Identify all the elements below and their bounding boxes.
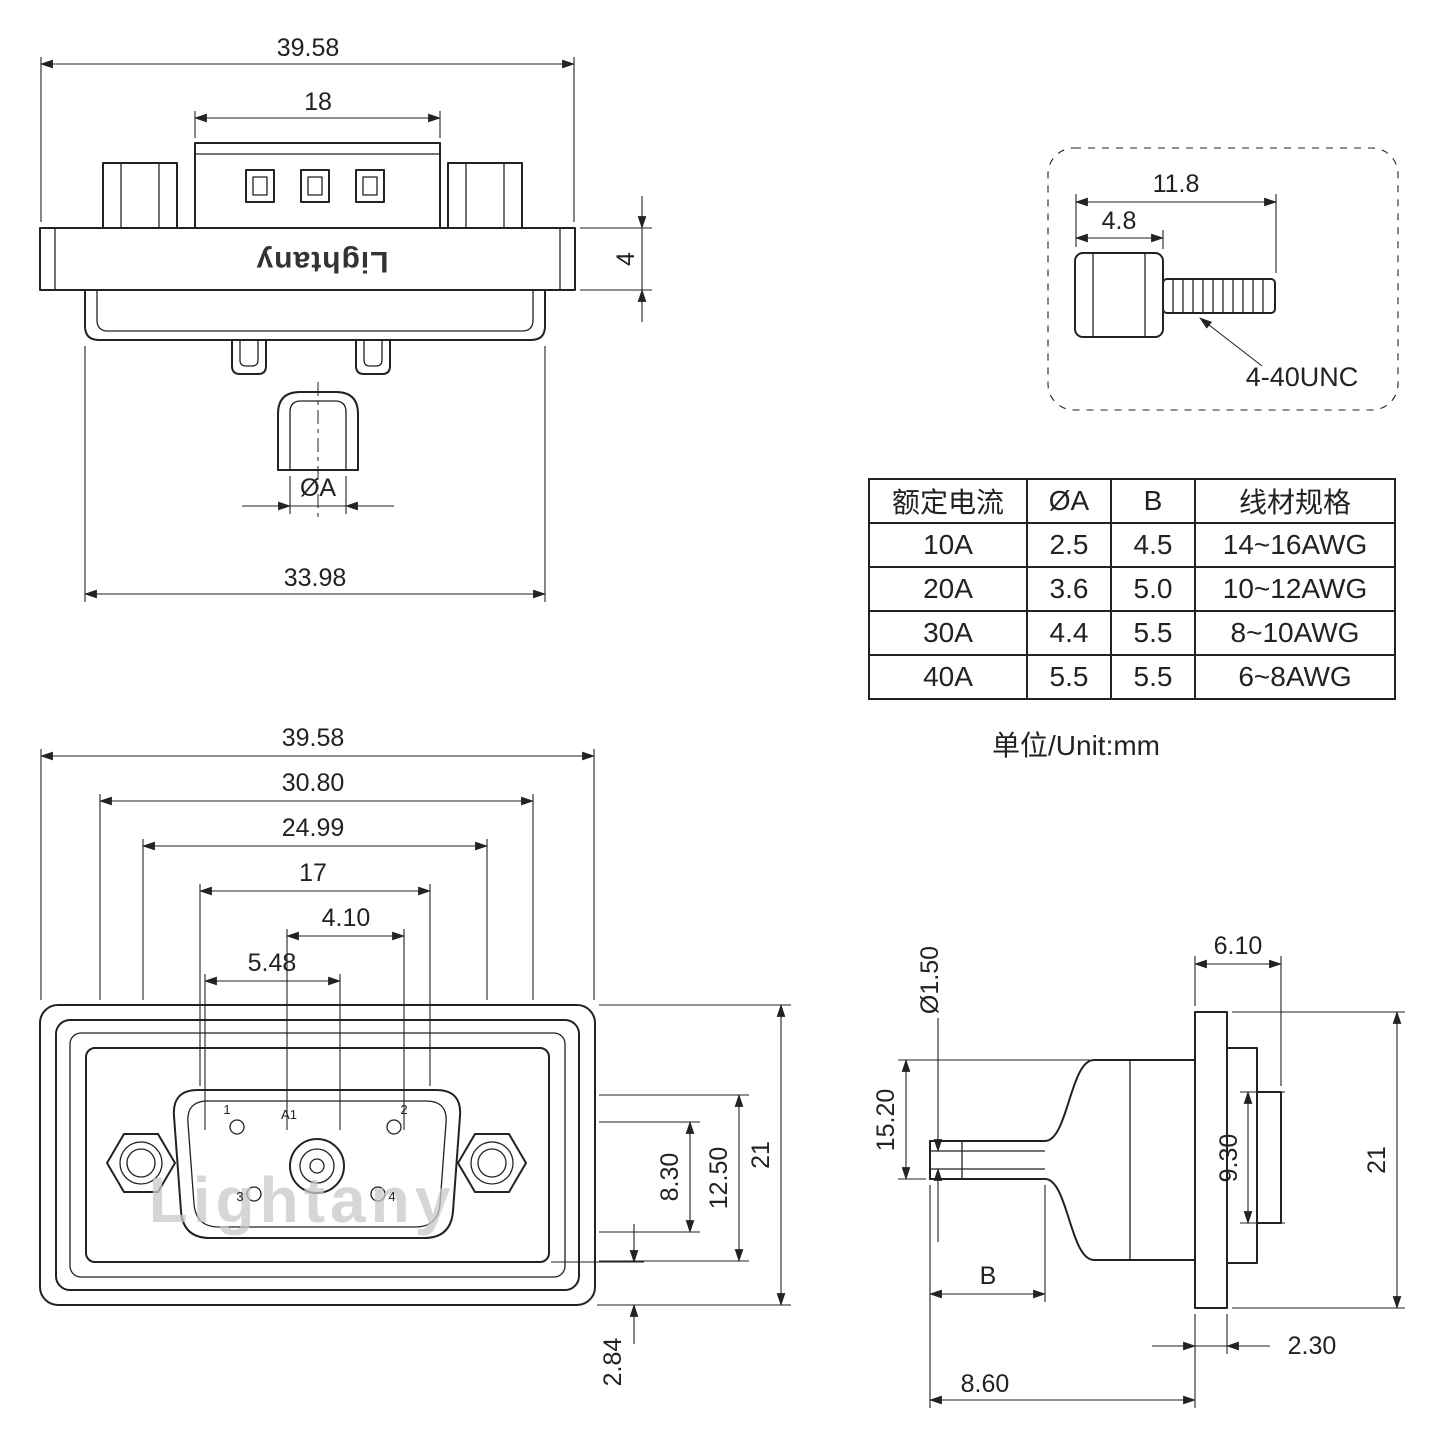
screw-outline	[1074, 252, 1276, 338]
col-header-phi-a: ØA	[1026, 478, 1112, 524]
front-view: Lightany	[39, 724, 791, 1387]
pin-label-2: 2	[400, 1102, 407, 1117]
table-cell: 3.6	[1026, 566, 1112, 612]
table-cell: 5.5	[1110, 654, 1196, 700]
dim-front-overall-width: 39.58	[282, 724, 345, 752]
table-row: 10A 2.5 4.5 14~16AWG	[868, 522, 1396, 568]
col-header-rated-current: 额定电流	[868, 478, 1028, 524]
side-view: 6.10 Ø1.50 15.20 9.30 21 B 2.30 8.60	[872, 932, 1405, 1408]
front-view-dimensions	[39, 749, 791, 1344]
col-header-wire-gauge: 线材规格	[1194, 478, 1396, 524]
dim-front-12-50: 12.50	[705, 1147, 733, 1210]
spec-table-header-row: 额定电流 ØA B 线材规格	[868, 478, 1396, 524]
table-cell: 8~10AWG	[1194, 610, 1396, 656]
pin-label-1: 1	[223, 1102, 230, 1117]
col-header-b: B	[1110, 478, 1196, 524]
dim-front-4-10: 4.10	[322, 904, 371, 932]
table-cell: 40A	[868, 654, 1028, 700]
dim-top-wire-hole: ØA	[300, 474, 336, 502]
table-cell: 10A	[868, 522, 1028, 568]
screw-detail: 11.8 4.8 4-40UNC	[1047, 147, 1399, 411]
table-cell: 20A	[868, 566, 1028, 612]
table-cell: 5.5	[1026, 654, 1112, 700]
table-cell: 5.5	[1110, 610, 1196, 656]
dim-front-8-30: 8.30	[656, 1153, 684, 1202]
dim-screw-head: 4.8	[1102, 207, 1137, 235]
brand-logo-text: Lightany	[256, 245, 389, 278]
table-cell: 10~12AWG	[1194, 566, 1396, 612]
dim-side-9-30: 9.30	[1215, 1134, 1243, 1183]
dim-front-17: 17	[299, 859, 327, 887]
table-cell: 6~8AWG	[1194, 654, 1396, 700]
table-cell: 2.5	[1026, 522, 1112, 568]
dim-side-hole: Ø1.50	[916, 946, 944, 1014]
dim-screw-length: 11.8	[1153, 170, 1200, 198]
pin-label-4: 4	[388, 1189, 395, 1204]
top-view-outline	[39, 142, 576, 522]
table-cell: 5.0	[1110, 566, 1196, 612]
screw-dimensions	[1074, 194, 1278, 367]
pin-label-a1: A1	[281, 1107, 297, 1122]
top-view: 39.58 18 4 ØA 33.98 Lightany	[39, 34, 652, 602]
table-cell: 4.5	[1110, 522, 1196, 568]
dim-top-body-width: 33.98	[284, 564, 347, 592]
dim-side-15-20: 15.20	[872, 1089, 900, 1152]
table-cell: 30A	[868, 610, 1028, 656]
dim-front-2-84: 2.84	[599, 1338, 627, 1387]
dim-side-2-30: 2.30	[1288, 1332, 1337, 1360]
unit-note: 单位/Unit:mm	[992, 730, 1161, 761]
table-row: 30A 4.4 5.5 8~10AWG	[868, 610, 1396, 656]
dim-side-6-10: 6.10	[1214, 932, 1263, 960]
dim-side-8-60: 8.60	[961, 1370, 1010, 1398]
screw-thread-label: 4-40UNC	[1246, 362, 1359, 392]
dim-front-30-80: 30.80	[282, 769, 345, 797]
dim-front-24-99: 24.99	[282, 814, 345, 842]
spec-table: 额定电流 ØA B 线材规格 10A 2.5 4.5 14~16AWG 20A …	[868, 478, 1396, 700]
table-row: 40A 5.5 5.5 6~8AWG	[868, 654, 1396, 700]
dim-top-flange-thickness: 4	[612, 252, 640, 266]
front-view-outline	[39, 1004, 596, 1306]
dim-top-overall-width: 39.58	[277, 34, 340, 62]
side-view-outline	[929, 1011, 1282, 1309]
dim-side-b: B	[980, 1262, 997, 1290]
dim-front-5-48: 5.48	[248, 949, 297, 977]
pin-label-3: 3	[236, 1189, 243, 1204]
table-cell: 14~16AWG	[1194, 522, 1396, 568]
table-cell: 4.4	[1026, 610, 1112, 656]
dim-side-21: 21	[1363, 1146, 1391, 1174]
side-view-dimensions	[898, 956, 1405, 1408]
table-row: 20A 3.6 5.0 10~12AWG	[868, 566, 1396, 612]
dim-front-21: 21	[747, 1141, 775, 1169]
top-view-dimensions	[39, 57, 652, 602]
dim-top-shell-width: 18	[304, 88, 332, 116]
brand-watermark: Lightany	[149, 1164, 456, 1236]
